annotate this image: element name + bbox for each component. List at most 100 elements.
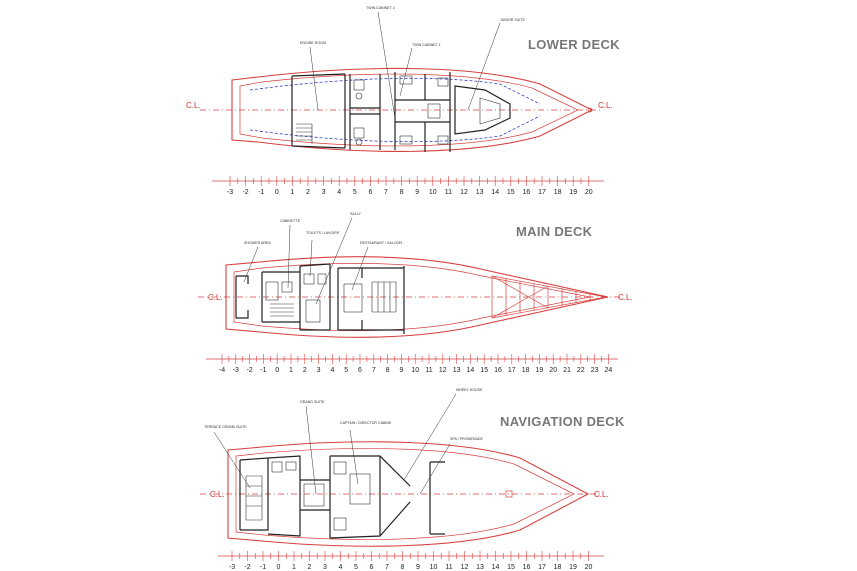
scale-tick-label: 20 [585,189,593,196]
main-basin [317,273,327,285]
scale-tick-label: 11 [425,367,432,374]
scale-tick-label: 19 [569,564,577,571]
nav-leader-wheel-house [403,393,457,481]
scale-tick-label: 6 [358,367,362,374]
nav-cl-label-right: C.L. [594,490,609,499]
lower-label-junior-suite: JUNIOR SUITE [500,18,526,22]
main-deck: MAIN DECK C.L. C.L. CABINETTE SALLY REST… [198,212,633,374]
scale-tick-label: 4 [337,189,341,196]
lower-deck: LOWER DECK C.L. C.L. TWIN CABINET 2 TWIN… [186,6,620,196]
scale-tick-label: -1 [260,367,266,374]
lower-basin-2 [437,135,449,145]
lower-leader-twin-1 [399,47,413,97]
scale-tick-label: 15 [507,564,515,571]
scale-tick-label: 5 [344,367,348,374]
scale-tick-label: -2 [244,564,250,571]
scale-tick-label: 7 [372,367,376,374]
main-cl-label-right: C.L. [618,293,633,302]
main-shower-walls [235,275,249,319]
lower-wc-1 [353,79,365,91]
scale-tick-label: 13 [476,564,484,571]
nav-toilet-2 [333,461,347,475]
scale-tick-label: 18 [554,189,562,196]
scale-tick-label: 11 [445,564,452,571]
nav-terrace-furniture [245,475,263,521]
main-toilet-1 [281,281,293,293]
lower-wc-2 [353,127,365,139]
scale-tick-label: 2 [306,189,310,196]
scale-tick-label: -3 [233,367,239,374]
lower-waterline [249,77,541,143]
scale-tick-label: 7 [385,564,389,571]
main-leader-cabinette [287,224,291,289]
nav-hull-outline [227,441,590,547]
scale-tick-label: -3 [227,189,233,196]
main-leader-shower [243,246,259,283]
lower-stair [427,103,441,119]
nav-label-captain: CAPTAIN / DIRECTOR CABINE [340,421,392,425]
main-label-shower-area: SHOWER AREA [244,241,271,245]
main-label-cabinette: CABINETTE [280,219,301,223]
nav-leader-spa [419,443,451,495]
main-stair [270,303,294,317]
scale-tick-label: 14 [491,189,499,196]
scale-tick-label: 2 [308,564,312,571]
lower-wc-bowl-1 [355,92,363,100]
scale-tick-label: 18 [522,367,530,374]
lower-bow-mark [587,107,593,113]
scale-tick-label: -3 [229,564,235,571]
scale-tick-label: 21 [563,367,571,374]
lower-wc-bowl-2 [355,138,363,146]
main-bow-net-outline [491,275,607,319]
lower-leader-twin-2 [377,11,396,119]
navigation-deck: NAVIGATION DECK C.L. C.L. GRAND SUITE WH… [200,388,625,571]
scale-tick-label: 17 [538,564,546,571]
scale-tick-label: 6 [370,564,374,571]
nav-cl-label-left: C.L. [210,490,225,499]
lower-junior-bed [479,97,501,125]
main-deck-title: MAIN DECK [516,224,593,239]
scale-tick-label: -2 [242,189,248,196]
scale-tick-label: 16 [494,367,502,374]
lower-label-engine-room: ENGINE ROOM [300,41,326,45]
scale-tick-label: 3 [323,564,327,571]
scale-tick-label: 1 [292,564,296,571]
scale-tick-label: 17 [508,367,516,374]
lower-bed-1 [399,75,413,85]
nav-label-spa: SPA / PROMENADE [450,437,483,441]
scale-tick-label: 8 [400,189,404,196]
lower-cl-label-left: C.L. [186,101,201,110]
nav-captain-bed [349,473,371,505]
scale-tick-label: 2 [303,367,307,374]
lower-junior-suite-walls [454,85,511,135]
scale-tick-label: 15 [480,367,488,374]
main-label-sally: SALLY [350,212,362,216]
scale-tick-label: 20 [549,367,557,374]
scale-tick-label: 12 [461,564,469,571]
nav-leader-terrace [213,431,251,489]
lower-leader-engine [309,46,319,111]
main-galley-counter [305,299,321,323]
nav-interior-walls [239,455,445,539]
nav-hull-inner [235,448,575,540]
scale-tick-label: 1 [289,367,293,374]
scale-tick-label: 4 [339,564,343,571]
lower-cabin-walls [349,72,451,152]
main-leader-restaurant [351,246,369,291]
scale-tick-label: 24 [605,367,613,374]
scale-tick-label: 5 [354,564,358,571]
lower-basin-1 [437,77,449,87]
main-stair-2 [371,281,397,313]
lower-leader-junior [467,22,501,111]
lower-engine-room-walls [291,73,346,149]
scale-tick-label: 5 [353,189,357,196]
scale-tick-label: 14 [492,564,500,571]
main-leader-sally [315,217,353,305]
scale-tick-label: 1 [290,189,294,196]
nav-toilet-3 [333,517,347,531]
